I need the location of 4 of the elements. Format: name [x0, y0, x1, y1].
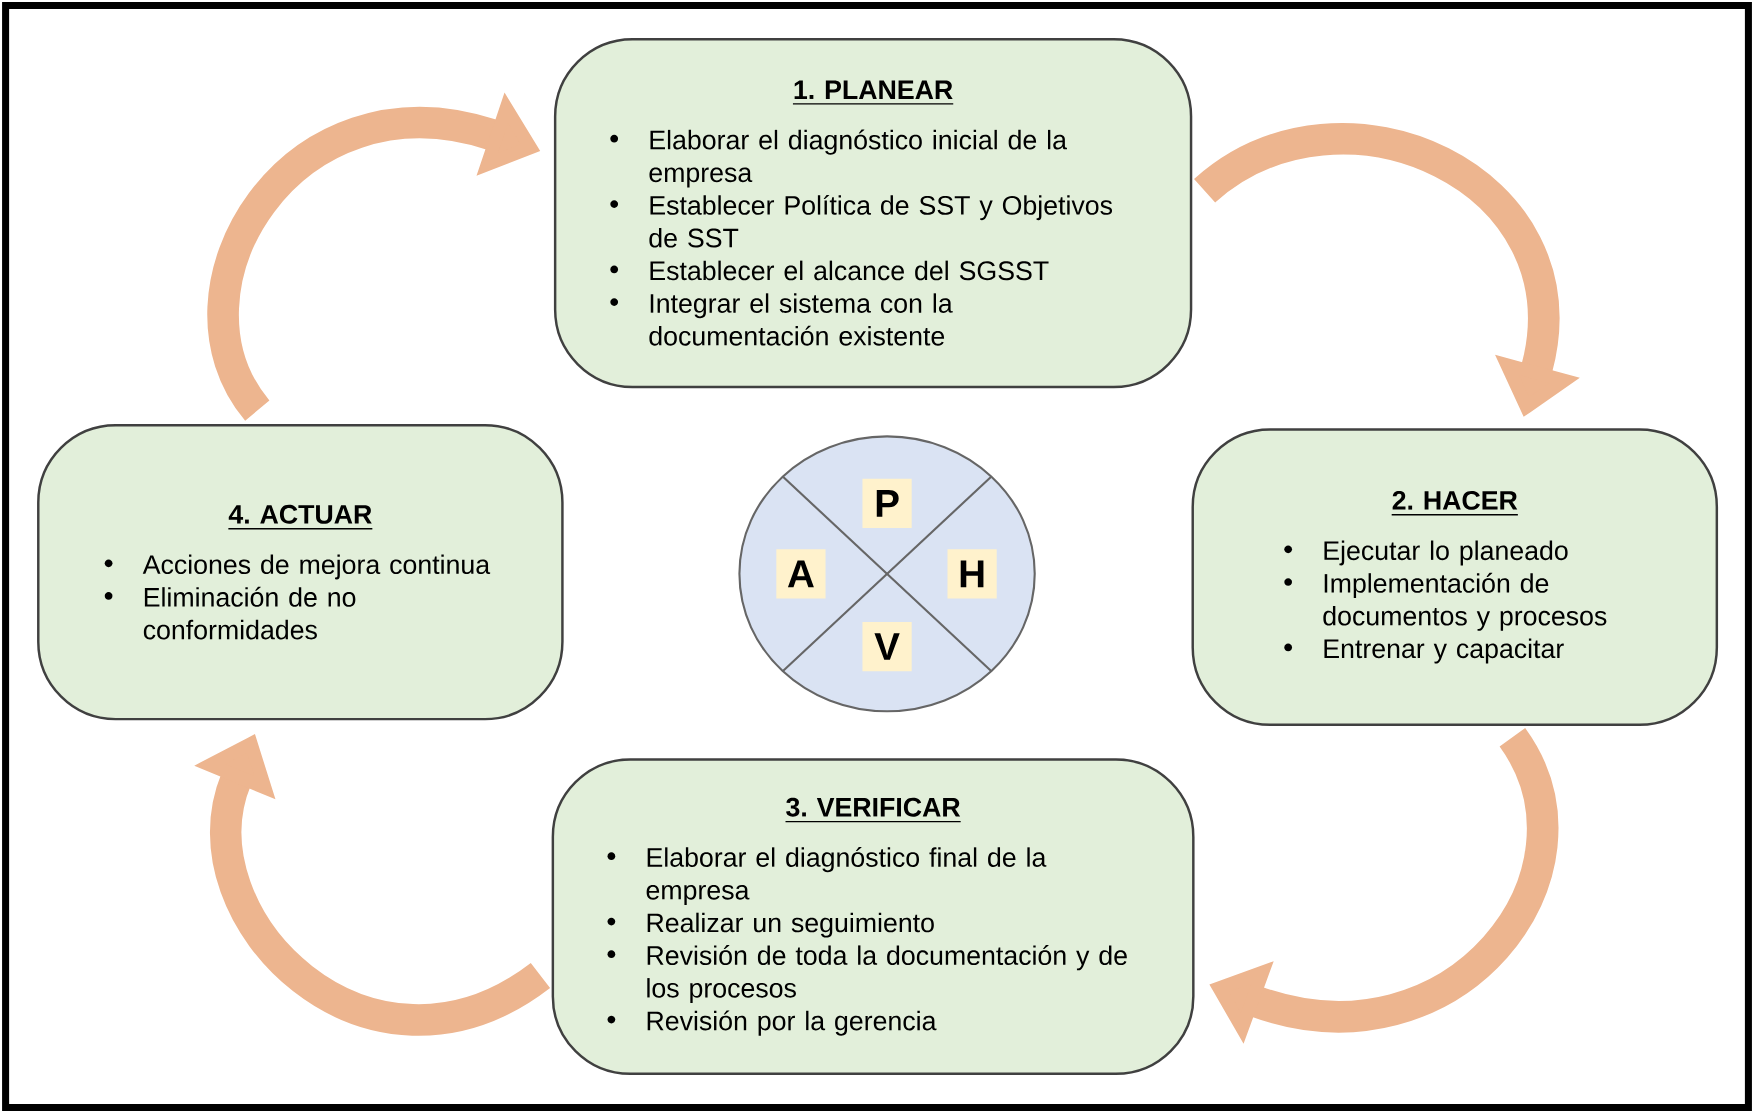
process-box: 4. ACTUAR Acciones de mejora continua Eliminación de no conformidades: [37, 424, 564, 721]
process-box: 2. HACER Ejecutar lo planeado Implementación de documentos y procesos Entrenar y capacitar: [1191, 428, 1719, 727]
process-box: 3. VERIFICAR Elaborar el diagnóstico final de la empresa Realizar un seguimiento Revisión de toda la documentación y de los procesos Revisión por la gerencia: [551, 758, 1195, 1076]
process-box: 1. PLANEAR Elaborar el diagnóstico inicial de la empresa Establecer Política de SST y Objetivos de SST Establecer el alcance del SGSST Integrar el sistema con la documentación existente: [553, 38, 1193, 389]
